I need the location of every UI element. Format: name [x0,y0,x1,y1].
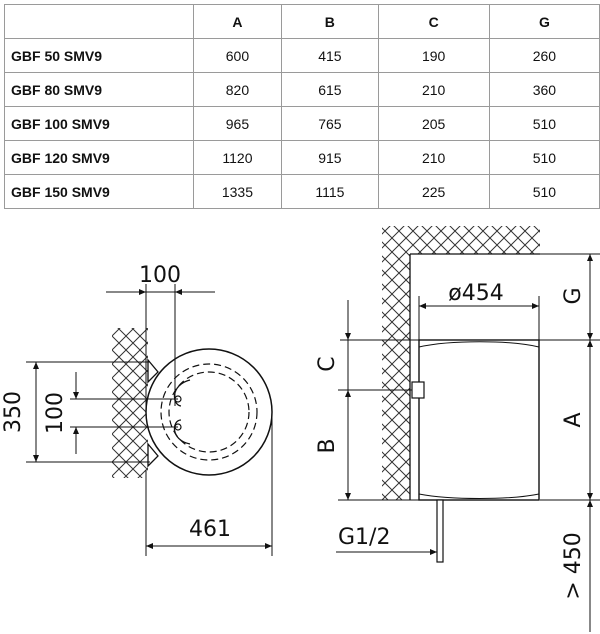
table-cell-c: 205 [377,106,490,141]
table-cell-b: 765 [281,106,379,141]
dim-label-diameter: ø454 [448,281,503,306]
table-row: GBF 50 SMV9 600 415 190 260 [4,38,600,73]
table-header-c: C [377,4,490,39]
table-cell-b: 1115 [281,174,379,209]
table-row-model: GBF 50 SMV9 [4,38,194,73]
table-cell-a: 965 [192,106,283,141]
table-header-g: G [488,4,600,39]
table-cell-b: 415 [281,38,379,73]
tank-bottom-curve [418,493,540,499]
wall-hatch [112,328,148,478]
table-cell-g: 510 [488,174,600,209]
table-cell-a: 1335 [192,174,283,209]
table-header-b: B [281,4,379,39]
table-row: GBF 100 SMV9 965 765 205 510 [4,106,600,141]
wall-bracket [411,381,425,399]
dim-label-g: G [561,287,586,304]
table-row: GBF 150 SMV9 1335 1115 225 510 [4,174,600,209]
tank-body [418,339,540,501]
top-view: 100 350 100 461 [1,263,273,556]
dim-label-left-outer: 350 [1,391,26,433]
dim-label-top: 100 [139,263,181,288]
side-view: ø454 G A C B G1/2 > 450 [315,226,600,632]
water-pipe [436,499,444,563]
table-cell-c: 210 [377,72,490,107]
dimensions-table: A B C G GBF 50 SMV9 600 415 190 260 GBF … [4,4,600,209]
table-cell-g: 510 [488,106,600,141]
wall-hatch [382,254,410,500]
table-cell-a: 1120 [192,140,283,175]
dim-label-clearance: > 450 [561,532,586,599]
table-row-model: GBF 120 SMV9 [4,140,194,175]
pipe-label: G1/2 [338,525,390,550]
dim-label-left-inner: 100 [43,392,68,434]
dim-label-a: A [561,412,586,427]
dim-label-bottom: 461 [189,517,231,542]
table-row: GBF 80 SMV9 820 615 210 360 [4,72,600,107]
table-cell-g: 360 [488,72,600,107]
table-cell-c: 190 [377,38,490,73]
inner-ring-outer [160,363,258,461]
table-cell-b: 615 [281,72,379,107]
tank-outline [145,348,273,476]
ceiling-hatch [382,226,540,254]
bracket-top [147,358,159,384]
inner-ring-inner [168,371,250,453]
tank-top-curve [418,341,540,348]
dim-label-c: C [315,356,340,371]
table-cell-a: 600 [192,38,283,73]
bracket-bottom [147,442,159,468]
dim-label-b: B [315,438,340,453]
table-row-model: GBF 80 SMV9 [4,72,194,107]
